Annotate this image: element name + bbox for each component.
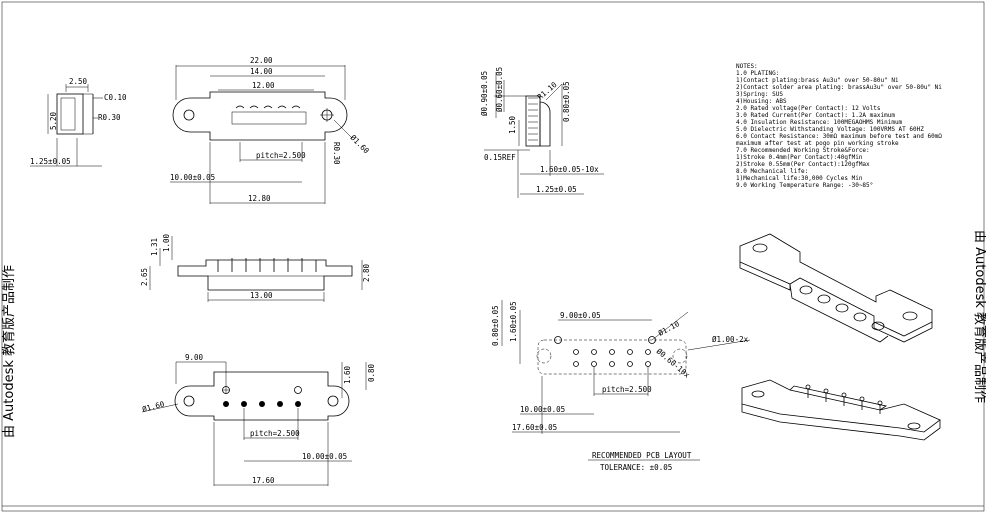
dim-r-top: R0.30 (332, 142, 341, 165)
note-line: 9.0 Working Temperature Range: -30~85° (736, 182, 873, 189)
dim-pcb-080: 0.80±0.05 (491, 305, 500, 346)
note-line: 7.0 Recommended Working Stroke&Force: (736, 147, 870, 154)
note-line: 1)Stroke 0.4mm(Per Contact):40gfMin (736, 154, 863, 161)
dim-10-00-top: 10.00±0.05 (170, 173, 215, 182)
dim-125-detail: 1.25±0.05 (536, 185, 577, 194)
note-line: 2)Stroke 0.55mm(Per Contact):120gfMax (736, 161, 870, 168)
notes-header: NOTES: (736, 63, 758, 70)
dim-hole-bottom: Ø1.60 (141, 399, 166, 414)
dim-160-detail: 1.60±0.05-10x (540, 165, 599, 174)
dim-015ref: 0.15REF (484, 153, 516, 162)
dim-pcb-160: 1.60±0.05 (509, 301, 518, 342)
dim-pcb-hole-b: Ø1.00-2x (712, 335, 749, 344)
note-line: 2.0 Rated voltage(Per Contact): 12 Volts (736, 105, 881, 112)
dim-1-25: 1.25±0.05 (30, 157, 71, 166)
note-line: 4.0 Insulation Resistance: 100MEGAOHMS M… (736, 119, 903, 126)
dim-pcb-17-6: 17.60±0.05 (512, 423, 557, 432)
note-line: maximum after test at pogo pin working s… (736, 140, 899, 147)
isometric-view-bottom (741, 379, 941, 441)
note-line: 1.0 PLATING: (736, 70, 779, 77)
pcb-layout-title: RECOMMENDED PCB LAYOUT (592, 451, 692, 460)
dim-150: 1.50 (508, 115, 517, 134)
dim-d090: Ø0.90±0.05 (480, 71, 489, 116)
dim-pitch-top: pitch=2.500 (256, 151, 306, 160)
dim-14-00: 14.00 (250, 67, 273, 76)
dim-r030: R0.30 (98, 113, 121, 122)
watermark-right: 由 Autodesk 教育版产品制作 (972, 230, 986, 403)
dim-2-65: 2.65 (140, 268, 149, 286)
dim-5-20: 5.20 (49, 111, 58, 130)
dim-pcb-hole-a: Ø1.10 (657, 319, 682, 338)
dim-2-50: 2.50 (69, 77, 88, 86)
dim-9-00: 9.00 (185, 353, 204, 362)
dim-17-60: 17.60 (252, 476, 275, 485)
bottom-view: 9.00 Ø1.60 pitch=2.500 10.00±0.05 17.60 … (141, 353, 376, 486)
dim-pcb-10: 10.00±0.05 (520, 405, 565, 414)
note-line: 2)Contact solder area plating: brassAu3u… (736, 84, 942, 91)
pcb-layout: 0.80±0.05 1.60±0.05 9.00±0.05 Ø1.10 Ø1.0… (491, 300, 751, 472)
dim-12-00: 12.00 (252, 81, 275, 90)
note-line: 4)Housing: ABS (736, 98, 787, 105)
dim-10-00-bottom: 10.00±0.05 (302, 452, 347, 461)
dim-pcb-hole-c: Ø0.60-10x (655, 347, 692, 380)
dim-hole-top: Ø1.60 (349, 133, 372, 156)
front-view: 1.31 1.00 2.65 2.80 13.00 (140, 233, 371, 302)
dim-2-80: 2.80 (362, 263, 371, 282)
dim-22-00: 22.00 (250, 56, 273, 65)
note-line: 3.0 Rated Current(Per Contact): 1.2A max… (736, 112, 895, 119)
dim-pitch-bottom: pitch=2.500 (250, 429, 300, 438)
notes-block: NOTES: 1.0 PLATING: 1)Contact plating:br… (736, 63, 942, 189)
detail-view: Ø0.90±0.05 Ø0.60±0.05 R1.10 0.80±0.05 1.… (480, 67, 604, 198)
dim-c010: C0.10 (104, 93, 127, 102)
note-line: 6.0 Contact Resistance: 30mΩ maximum bef… (736, 133, 942, 140)
dim-080-detail: 0.80±0.05 (562, 81, 571, 122)
dim-0-80-bottom: 0.80 (367, 363, 376, 382)
dim-d060: Ø0.60±0.05 (495, 67, 504, 112)
note-line: 5.0 Dielectric Withstanding Voltage: 100… (736, 126, 924, 133)
note-line: 1)Mechanical life:30,000 Cycles Min (736, 175, 863, 182)
note-line: 3)Spring: SUS (736, 91, 783, 98)
dim-12-80: 12.80 (248, 194, 271, 203)
dim-pcb-9: 9.00±0.05 (560, 311, 601, 320)
side-view: 2.50 C0.10 R0.30 5.20 1.25±0.05 (30, 77, 127, 167)
top-view: 22.00 14.00 12.00 pitch=2.500 10.00±0.05… (170, 56, 371, 204)
dim-13-00: 13.00 (250, 291, 273, 300)
dim-pcb-pitch: pitch=2.500 (602, 385, 652, 394)
note-line: 8.0 Mechanical life: (736, 168, 808, 175)
dim-1-31: 1.31 (150, 238, 159, 256)
watermark-left: 由 Autodesk 教育版产品制作 (1, 265, 17, 438)
dim-1-60-bottom: 1.60 (343, 365, 352, 384)
isometric-view-top (739, 233, 933, 343)
note-line: 1)Contact plating:brass Au3u" over 50-80… (736, 77, 899, 84)
pcb-tolerance: TOLERANCE: ±0.05 (600, 463, 672, 472)
dim-1-00-front: 1.00 (162, 233, 171, 252)
